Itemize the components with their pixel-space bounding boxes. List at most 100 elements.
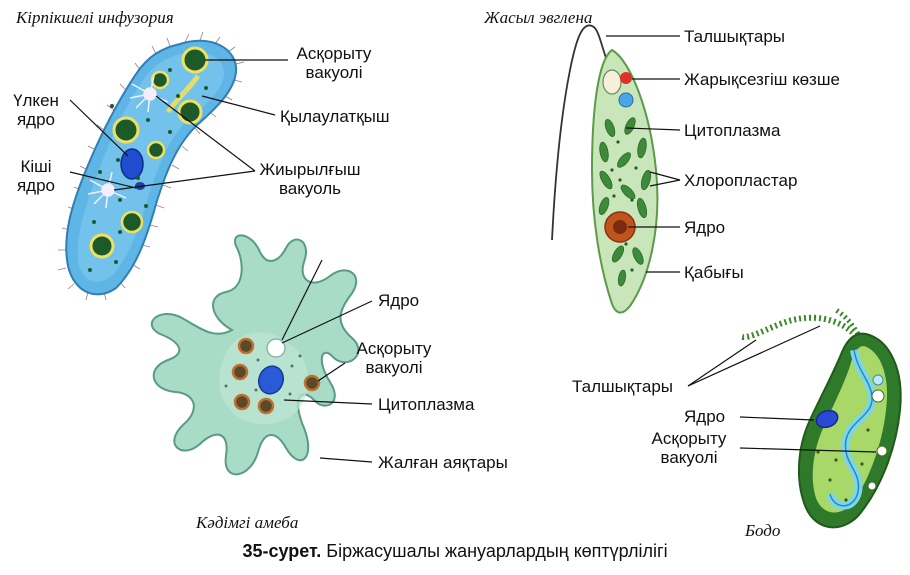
label-line: Жиырылғыш xyxy=(259,160,361,179)
bodo-flagellum-long xyxy=(738,314,859,340)
leader-line xyxy=(283,399,373,405)
figure-caption: 35-сурет. Біржасушалы жануарлардың көптү… xyxy=(0,541,910,562)
amoeba-nucleus-label: Ядро xyxy=(378,291,420,310)
food-vacuole xyxy=(303,374,321,392)
label-line: вакуолі xyxy=(660,448,718,467)
euglena-granules xyxy=(610,140,638,272)
food-vacuole xyxy=(867,481,877,491)
label-line: Асқорыту xyxy=(296,44,372,63)
food-vacuole xyxy=(181,46,209,74)
leader-lines xyxy=(69,35,877,463)
paramecium-contractile-vacuole-label: Жиырылғыш вакуоль xyxy=(258,160,362,198)
bodo-flagella-label: Талшықтары xyxy=(572,377,674,396)
food-vacuole xyxy=(876,445,888,457)
amoeba-pseudopodia-label: Жалған аяқтары xyxy=(378,453,508,472)
euglena-title: Жасыл эвглена xyxy=(484,8,593,27)
food-vacuole xyxy=(120,210,144,234)
food-vacuole xyxy=(89,233,115,259)
bodo-food-vacuoles xyxy=(867,389,888,491)
euglena-body xyxy=(590,48,659,314)
leader-line xyxy=(69,99,129,157)
bodo-contractile-vacuole xyxy=(872,374,884,386)
food-vacuole xyxy=(150,70,170,90)
label-line: Асқорыту xyxy=(651,429,727,448)
paramecium-cytopharynx-label: Қылаулатқыш xyxy=(280,107,390,126)
euglena-nucleus-label: Ядро xyxy=(684,218,726,237)
figure-number: 35-сурет. xyxy=(242,541,322,561)
paramecium-oral-groove xyxy=(165,74,201,114)
amoeba-title: Кәдімгі амеба xyxy=(196,513,299,532)
food-vacuole xyxy=(237,337,255,355)
euglena-chloroplasts xyxy=(598,117,652,287)
label-line: Үлкен xyxy=(13,91,59,110)
euglena-flagellum xyxy=(551,24,607,241)
bodo-nucleus xyxy=(815,409,839,429)
euglena-reservoir xyxy=(602,69,622,95)
leader-line xyxy=(649,179,681,187)
leader-line xyxy=(113,170,256,191)
paramecium-macronucleus xyxy=(120,148,144,180)
label-line: Кіші xyxy=(20,157,52,176)
euglena-eyespot xyxy=(620,72,632,84)
label-line: Асқорыту xyxy=(356,339,432,358)
paramecium-illustration xyxy=(57,31,245,301)
food-vacuole xyxy=(233,393,251,411)
euglena-nucleolus xyxy=(613,220,627,234)
bodo-digestive-vacuole-label: Асқорыту вакуолі xyxy=(640,429,738,467)
paramecium-contractile-vacuole-bottom xyxy=(87,171,127,209)
amoeba-contractile-vacuole xyxy=(266,338,286,358)
food-vacuole xyxy=(231,363,249,381)
bodo-title: Бодо xyxy=(745,521,781,540)
amoeba-food-vacuoles xyxy=(231,337,321,415)
leader-line xyxy=(155,95,256,172)
euglena-cytoplasm-label: Цитоплазма xyxy=(684,121,781,140)
food-vacuole xyxy=(112,116,140,144)
euglena-eyespot-label: Жарықсезгіш көзше xyxy=(684,70,840,89)
leader-line xyxy=(69,171,137,189)
paramecium-micronucleus-label: Кіші ядро xyxy=(6,157,66,195)
bodo-kinetoplast-core xyxy=(829,349,873,507)
leader-line xyxy=(281,259,323,341)
paramecium-food-vacuoles xyxy=(89,46,209,259)
bodo-illustration xyxy=(738,307,902,529)
food-vacuole xyxy=(146,140,166,160)
label-line: ядро xyxy=(16,176,56,195)
leader-line xyxy=(687,325,821,387)
leader-line xyxy=(739,447,877,453)
leader-line xyxy=(201,95,276,116)
paramecium-digestive-vacuole-label: Асқорыту вакуолі xyxy=(288,44,380,82)
leader-line xyxy=(317,362,346,382)
euglena-contractile-vacuole xyxy=(618,92,634,108)
euglena-flagella-label: Талшықтары xyxy=(684,27,786,46)
euglena-chloroplasts-label: Хлоропластар xyxy=(684,171,798,190)
paramecium-cilia xyxy=(57,31,245,301)
leader-line xyxy=(739,416,815,421)
bodo-flagellum-short xyxy=(834,307,861,336)
leader-line xyxy=(687,339,757,387)
amoeba-granules xyxy=(224,354,302,396)
euglena-pellicle-label: Қабығы xyxy=(684,263,744,282)
food-vacuole xyxy=(177,99,203,125)
food-vacuole xyxy=(257,397,275,415)
paramecium-granules xyxy=(88,68,208,272)
amoeba-nucleus xyxy=(257,365,285,395)
euglena-illustration xyxy=(551,24,659,314)
leader-line xyxy=(649,171,681,181)
paramecium-contractile-vacuole-top xyxy=(129,75,169,113)
label-line: вакуоль xyxy=(278,179,342,198)
bodo-nucleus-label: Ядро xyxy=(684,407,726,426)
bodo-granules xyxy=(816,428,870,502)
food-vacuole xyxy=(871,389,885,403)
amoeba-cytoplasm-label: Цитоплазма xyxy=(378,395,475,414)
leader-line xyxy=(281,300,373,344)
paramecium-macronucleus-label: Үлкен ядро xyxy=(6,91,66,129)
label-line: вакуолі xyxy=(365,358,423,377)
label-line: ядро xyxy=(16,110,56,129)
label-line: вакуолі xyxy=(305,63,363,82)
leader-line xyxy=(625,127,681,131)
amoeba-digestive-vacuole-label: Асқорыту вакуолі xyxy=(348,339,440,377)
paramecium-title: Кірпікшелі инфузория xyxy=(16,8,174,27)
figure-caption-text: Біржасушалы жануарлардың көптүрлілігі xyxy=(326,541,668,561)
leader-line xyxy=(319,457,373,463)
